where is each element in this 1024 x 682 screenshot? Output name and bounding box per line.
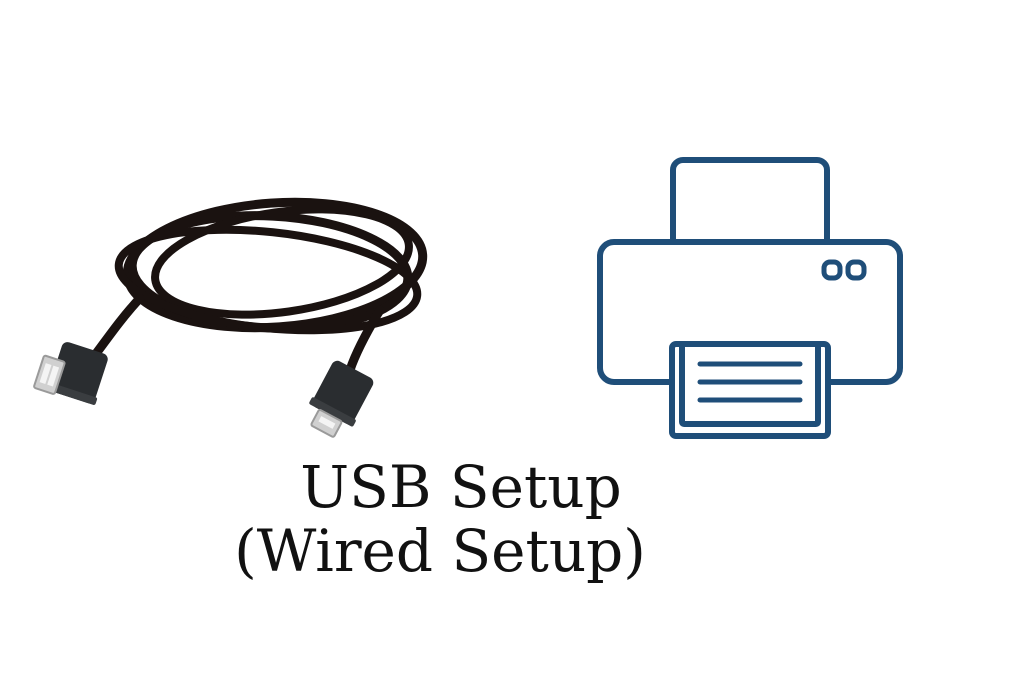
printer-icon bbox=[597, 157, 903, 439]
usb-cable-icon bbox=[33, 197, 428, 438]
caption-subtitle: (Wired Setup) bbox=[234, 517, 646, 585]
caption-title: USB Setup bbox=[300, 453, 622, 521]
setup-caption: USB Setup (Wired Setup) bbox=[170, 455, 710, 583]
